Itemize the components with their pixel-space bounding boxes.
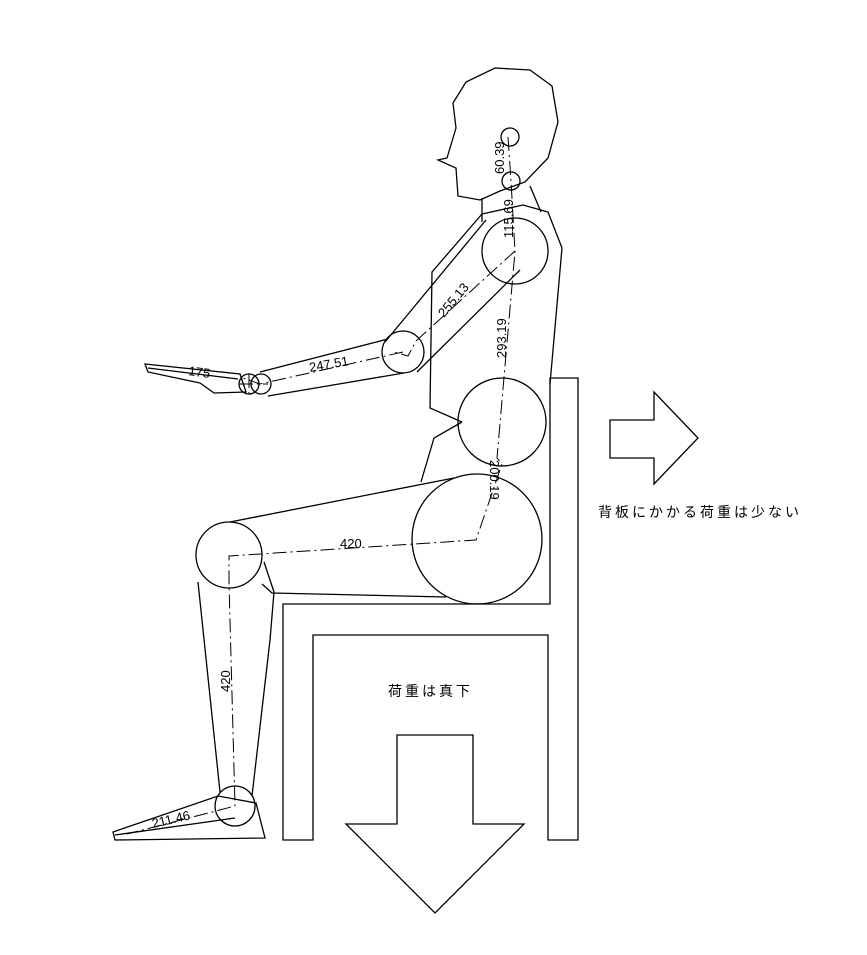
ankle-joint-circle	[214, 785, 256, 827]
neck-joint-circle	[501, 171, 521, 191]
hand-outline	[144, 363, 247, 394]
human-figure: 60.39 115.69 255.13 293.19 247.51 175 20…	[112, 67, 563, 841]
skeleton-centerline	[126, 136, 516, 835]
upper-arm-outline	[384, 219, 521, 373]
shin-outline	[197, 561, 275, 797]
backrest-load-label: 背板にかかる荷重は少ない	[598, 505, 802, 521]
ear-joint-circle	[500, 127, 520, 147]
torso-outline	[429, 204, 563, 423]
chair-outer-profile	[282, 377, 579, 841]
hip-joint-circle	[411, 473, 543, 605]
chair	[282, 377, 579, 841]
seat-load-label: 荷重は真下	[388, 684, 473, 700]
down-arrow-icon	[344, 734, 526, 914]
forearm-outline	[259, 338, 405, 397]
right-arrow-icon	[609, 390, 699, 486]
knee-joint-circle	[195, 521, 263, 589]
dimension-forearm-label: 247.51	[308, 353, 350, 375]
shoulder-joint-circle	[481, 217, 549, 285]
elbow-joint-circle	[381, 330, 425, 374]
thigh-outline	[229, 477, 455, 598]
waist-joint-circle	[457, 377, 547, 467]
dimension-upper-arm-label: 255.13	[435, 280, 472, 320]
dimension-torso-label: 293.19	[494, 318, 509, 358]
dimension-shin-label: 420	[218, 670, 233, 692]
wrist-crossline	[239, 374, 268, 394]
neck-outline	[481, 185, 542, 222]
dimension-pelvis-label: 200.19	[487, 460, 502, 500]
dimension-thigh-label: 420	[340, 536, 362, 551]
head-outline	[435, 67, 559, 201]
dimension-hand-label: 175	[188, 363, 212, 381]
dimension-head-label: 60.39	[492, 141, 507, 174]
pelvis-outline	[420, 421, 463, 483]
dimension-neck-label: 115.69	[501, 199, 516, 238]
